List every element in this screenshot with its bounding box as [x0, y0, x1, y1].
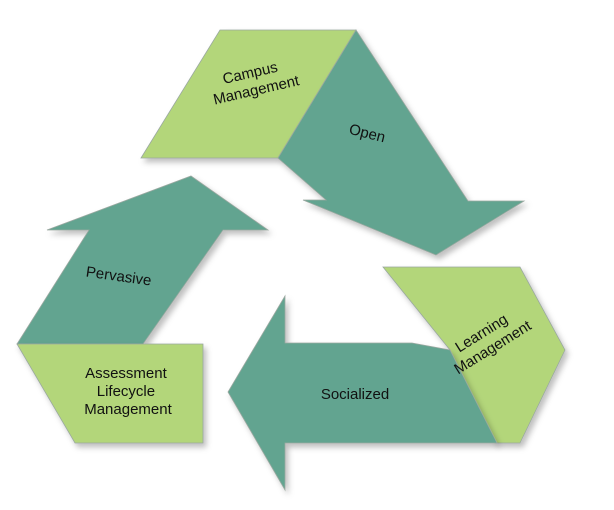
- pervasive-arrow: [16, 175, 270, 345]
- assessment-lifecycle-block: [16, 343, 204, 444]
- socialized-label: Socialized: [321, 386, 389, 403]
- socialized-arrow: [227, 294, 498, 492]
- assessment-lifecycle-label: Assessment Lifecycle Management: [84, 365, 172, 418]
- open-arrow: [277, 29, 526, 256]
